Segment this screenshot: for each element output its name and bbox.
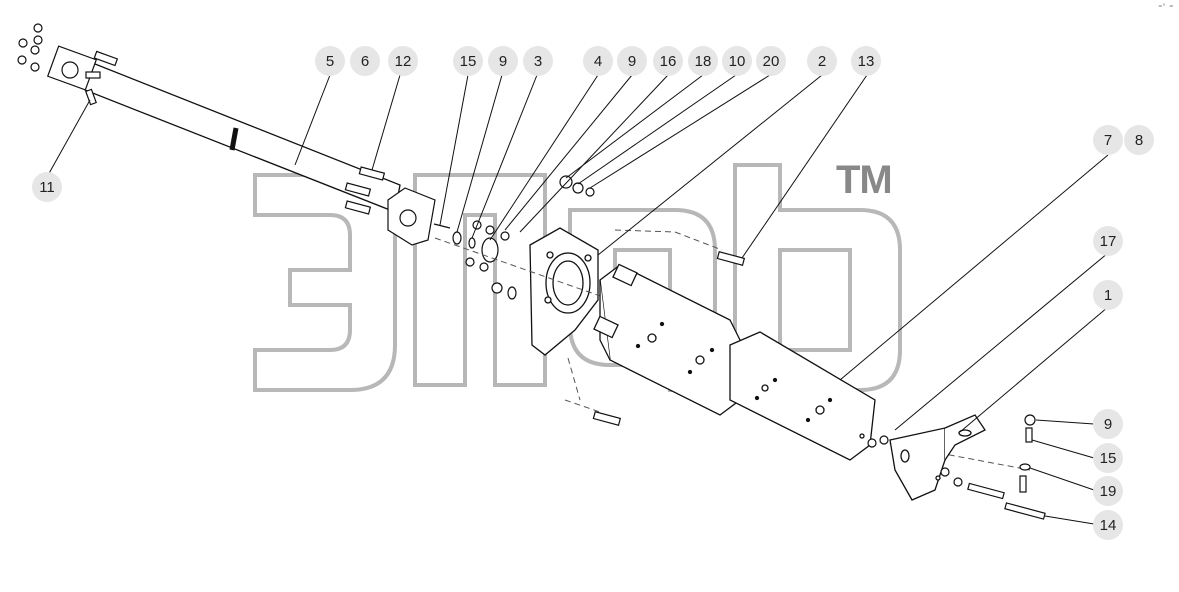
callout-4: 4 bbox=[583, 46, 613, 76]
callout-5: 5 bbox=[315, 46, 345, 76]
callout-9: 9 bbox=[617, 46, 647, 76]
callout-13: 13 bbox=[851, 46, 881, 76]
right-fasteners bbox=[867, 414, 1036, 493]
callout-14: 14 bbox=[1093, 510, 1123, 540]
callout-9: 9 bbox=[1093, 409, 1123, 439]
mounting-bracket bbox=[889, 414, 986, 501]
callout-12: 12 bbox=[388, 46, 418, 76]
callout-15: 15 bbox=[1093, 443, 1123, 473]
bolts bbox=[592, 251, 1046, 520]
callout-10: 10 bbox=[722, 46, 752, 76]
callout-19: 19 bbox=[1093, 476, 1123, 506]
callout-3: 3 bbox=[523, 46, 553, 76]
callout-18: 18 bbox=[688, 46, 718, 76]
trademark-mark: TM bbox=[836, 158, 893, 202]
callout-6: 6 bbox=[350, 46, 380, 76]
callout-17: 17 bbox=[1093, 226, 1123, 256]
top-nuts bbox=[559, 175, 595, 197]
callout-11: 11 bbox=[32, 172, 62, 202]
callout-2: 2 bbox=[807, 46, 837, 76]
corner-note: =° ≈ bbox=[1158, 3, 1173, 10]
leader-lines bbox=[46, 74, 1109, 525]
callout-9: 9 bbox=[488, 46, 518, 76]
left-yoke bbox=[46, 45, 119, 106]
callout-8: 8 bbox=[1124, 125, 1154, 155]
cylinder-body bbox=[593, 263, 876, 461]
callout-7: 7 bbox=[1093, 125, 1123, 155]
callout-16: 16 bbox=[653, 46, 683, 76]
middle-fasteners bbox=[452, 220, 517, 300]
left-nuts bbox=[17, 23, 43, 72]
callout-1: 1 bbox=[1093, 280, 1123, 310]
callout-15: 15 bbox=[453, 46, 483, 76]
callout-20: 20 bbox=[756, 46, 786, 76]
flange-plate bbox=[529, 227, 599, 356]
right-yoke bbox=[344, 166, 451, 246]
